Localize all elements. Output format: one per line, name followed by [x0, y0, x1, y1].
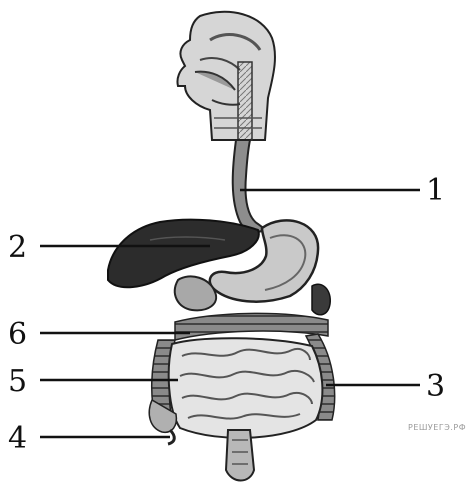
esophagus	[233, 140, 266, 232]
spleen	[312, 284, 330, 315]
transverse-colon	[175, 313, 328, 340]
head-section	[177, 12, 275, 140]
watermark: РЕШУЕГЭ.РФ	[408, 423, 466, 432]
label-1: 1	[426, 173, 445, 208]
rectum	[226, 430, 254, 481]
label-5: 5	[8, 364, 27, 399]
label-4: 4	[8, 421, 27, 456]
label-3: 3	[426, 369, 445, 404]
label-2: 2	[8, 230, 27, 265]
label-6: 6	[8, 317, 27, 352]
small-intestine	[169, 338, 323, 438]
